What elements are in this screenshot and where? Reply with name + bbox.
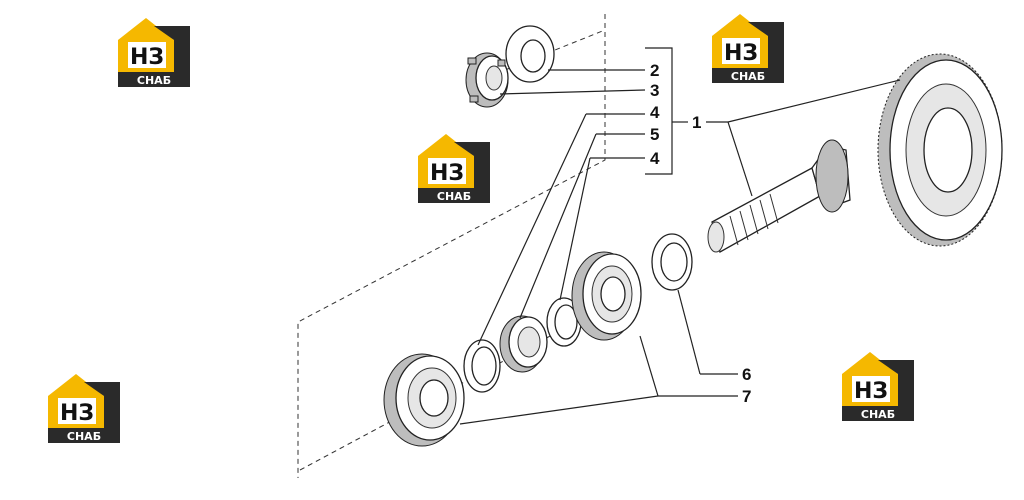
part-spacer-ring-lower <box>463 339 501 393</box>
callout-1: 1 <box>692 113 701 132</box>
part-pinion-shaft <box>707 139 851 253</box>
house-logo-icon: НЗ CHAБ <box>48 374 120 443</box>
part-collar <box>499 315 548 373</box>
logo-mark: НЗ <box>430 161 464 186</box>
logo-mark: НЗ <box>60 401 94 426</box>
house-logo-icon: НЗ CHAБ <box>418 134 490 203</box>
part-roller-bearing-lower <box>383 353 465 447</box>
part-lock-washer <box>505 25 555 83</box>
callout-3: 3 <box>650 81 659 100</box>
house-logo-icon: НЗ CHAБ <box>712 14 784 83</box>
callout-6: 6 <box>742 365 751 384</box>
callout-4-upper: 4 <box>650 103 660 122</box>
watermark-logo: НЗ CHAБ <box>710 12 786 84</box>
part-shim-washer <box>651 233 693 291</box>
watermark-logo: НЗ CHAБ <box>840 350 916 422</box>
house-logo-icon: НЗ CHAБ <box>842 352 914 421</box>
watermark-logo: НЗ CHAБ <box>116 16 192 88</box>
callout-4-lower: 4 <box>650 149 660 168</box>
part-ring-gear <box>877 53 1003 247</box>
house-logo-icon: НЗ CHAБ <box>118 18 190 87</box>
logo-text: CHAБ <box>861 408 895 421</box>
part-nut <box>465 52 509 108</box>
watermark-logo: НЗ CHAБ <box>46 372 122 444</box>
logo-text: CHAБ <box>137 74 171 87</box>
logo-text: CHAБ <box>437 190 471 203</box>
logo-mark: НЗ <box>130 45 164 70</box>
callout-2: 2 <box>650 61 659 80</box>
logo-text: CHAБ <box>731 70 765 83</box>
logo-mark: НЗ <box>854 379 888 404</box>
callout-7: 7 <box>742 387 751 406</box>
logo-mark: НЗ <box>724 41 758 66</box>
dashed-assembly-outline <box>297 14 606 478</box>
leader-lines <box>459 47 901 425</box>
part-spacer-ring-upper <box>546 297 582 347</box>
watermark-logo: НЗ CHAБ <box>416 132 492 204</box>
callout-5: 5 <box>650 125 659 144</box>
logo-text: CHAБ <box>67 430 101 443</box>
part-roller-bearing-upper <box>571 251 642 341</box>
